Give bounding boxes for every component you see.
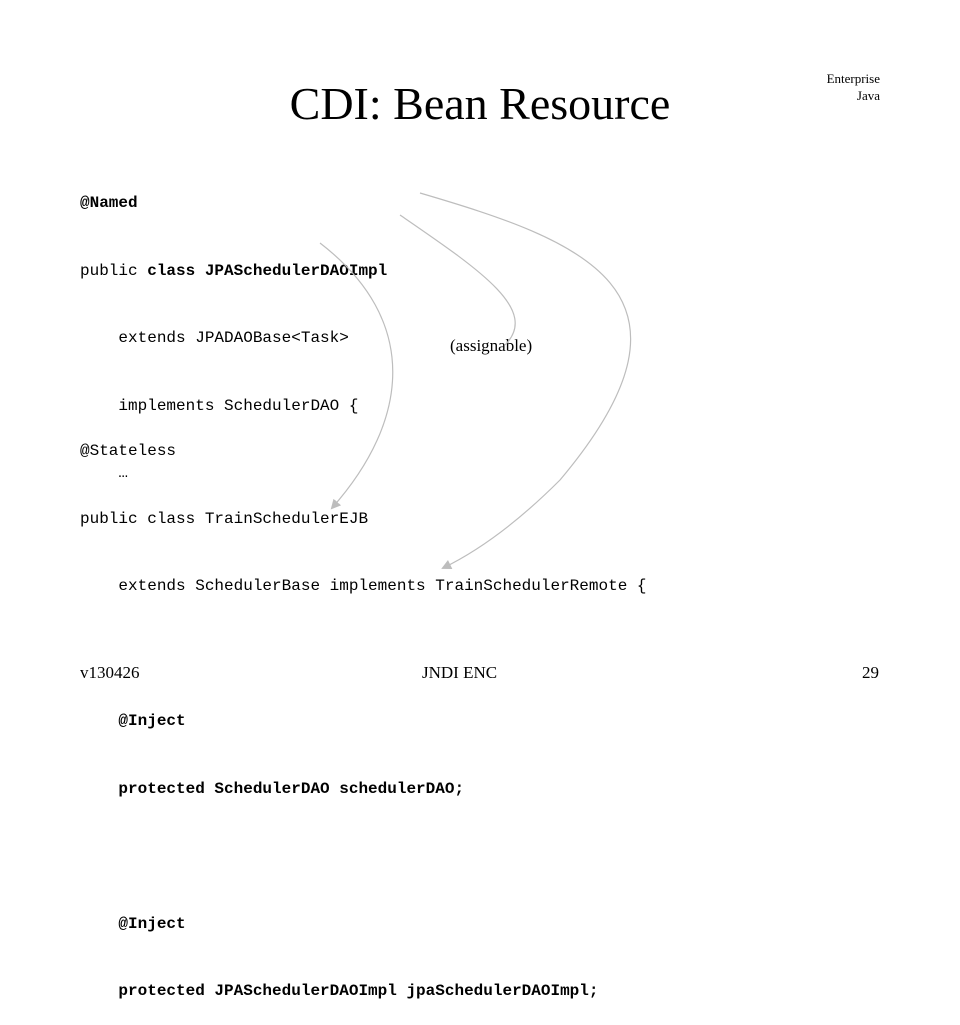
code-line-blank — [80, 643, 647, 666]
slide-title: CDI: Bean Resource — [289, 78, 671, 129]
footer-page-number: 29 — [862, 663, 879, 682]
code-line-implements: implements SchedulerDAO { — [80, 396, 359, 415]
arrow-assignable-curve — [399, 214, 516, 346]
code-line-blank-2 — [80, 845, 647, 868]
code-line-extends: extends JPADAOBase<Task> — [80, 329, 349, 347]
code-line-inject-1: @Inject — [80, 712, 186, 730]
code-block-ejb: @Stateless public class TrainSchedulerEJ… — [80, 395, 647, 1025]
code-line-inject-2: @Inject — [80, 914, 186, 933]
code-line-field-impl: protected JPASchedulerDAOImpl jpaSchedul… — [80, 982, 599, 1000]
code-line-ellipsis: … — [80, 464, 129, 482]
code-line-stateless: @Stateless — [80, 442, 177, 460]
course-label-line2: Java — [856, 88, 880, 103]
course-label: Enterprise Java — [827, 70, 880, 104]
code-line-named: @Named — [80, 194, 138, 212]
code-line-field-dao: protected SchedulerDAO schedulerDAO; — [80, 779, 465, 798]
class-name: class JPASchedulerDAOImpl — [147, 261, 388, 280]
code-line-ejb-class: public class TrainSchedulerEJB — [80, 509, 369, 528]
footer-topic: JNDI ENC — [422, 663, 498, 682]
course-label-line1: Enterprise — [826, 71, 880, 86]
code-line-class-decl: public class JPASchedulerDAOImpl — [80, 260, 387, 283]
footer-version: v130426 — [80, 663, 140, 682]
keyword-public: public — [80, 261, 148, 280]
code-line-ejb-extends: extends SchedulerBase implements TrainSc… — [80, 577, 647, 595]
assignable-annotation: (assignable) — [450, 336, 533, 355]
